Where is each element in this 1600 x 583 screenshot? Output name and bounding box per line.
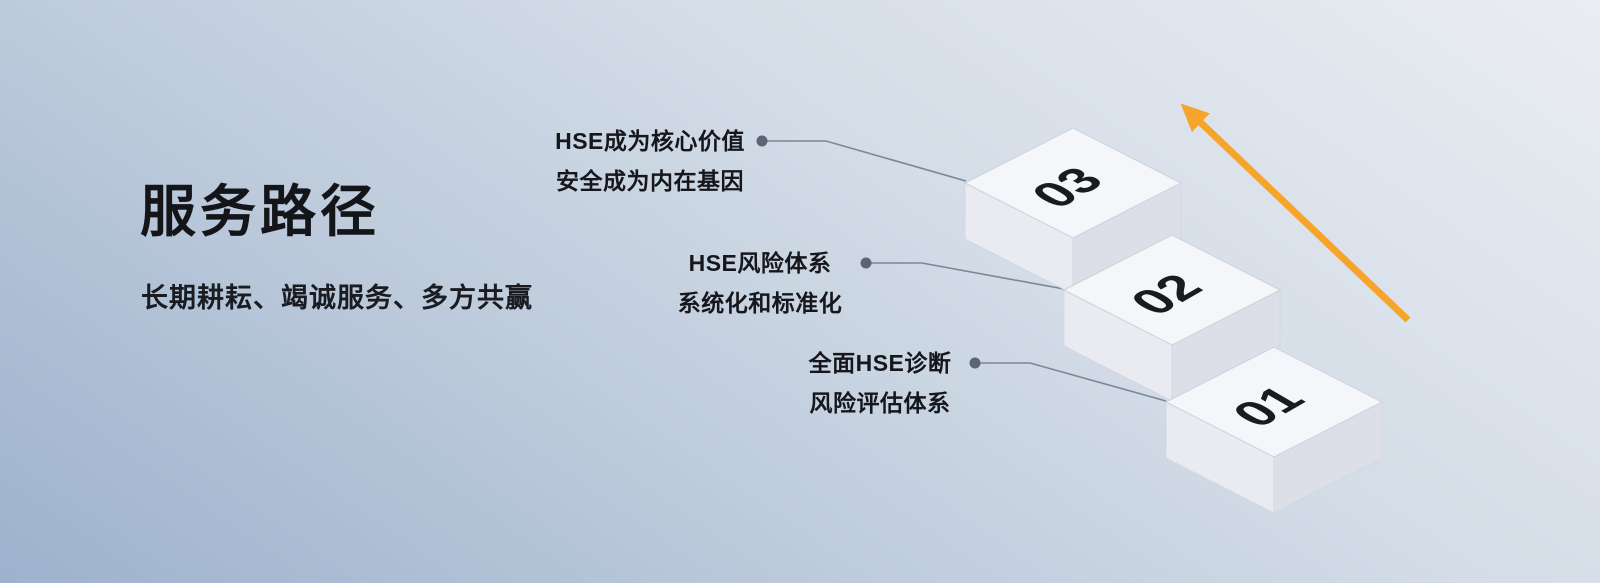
callout-line-step-02 xyxy=(866,262,1065,290)
step-03-top-face xyxy=(963,127,1183,239)
callout-dot-step-01 xyxy=(969,357,981,369)
step-block-03: 03 xyxy=(963,127,1183,295)
step-02-top-face xyxy=(1062,234,1282,346)
callout-step-01-line1: 全面HSE诊断 xyxy=(808,350,952,376)
callout-step-01-line2: 风险评估体系 xyxy=(809,390,951,416)
callout-step-03: HSE成为核心价值 安全成为内在基因 xyxy=(545,121,755,201)
callout-step-02-line2: 系统化和标准化 xyxy=(677,290,843,316)
page-subtitle: 长期耕耘、竭诚服务、多方共赢 xyxy=(141,283,533,313)
step-block-01: 01 xyxy=(1164,346,1384,514)
callout-line-step-03 xyxy=(762,140,967,182)
step-01-top-face xyxy=(1164,346,1384,458)
step-block-02: 02 xyxy=(1062,234,1282,402)
callout-step-01: 全面HSE诊断 风险评估体系 xyxy=(785,343,975,423)
callout-dot-step-02 xyxy=(860,257,872,269)
page-title: 服务路径 xyxy=(140,180,380,243)
callout-connectors xyxy=(756,135,1167,402)
callout-step-03-line1: HSE成为核心价值 xyxy=(555,128,745,154)
callout-line-step-01 xyxy=(975,362,1167,402)
upward-trend-arrow xyxy=(1180,103,1411,323)
callout-dot-step-03 xyxy=(756,135,768,147)
callout-step-02-line1: HSE风险体系 xyxy=(688,250,832,276)
callout-step-02: HSE风险体系 系统化和标准化 xyxy=(655,243,865,323)
callout-step-03-line2: 安全成为内在基因 xyxy=(556,168,744,194)
